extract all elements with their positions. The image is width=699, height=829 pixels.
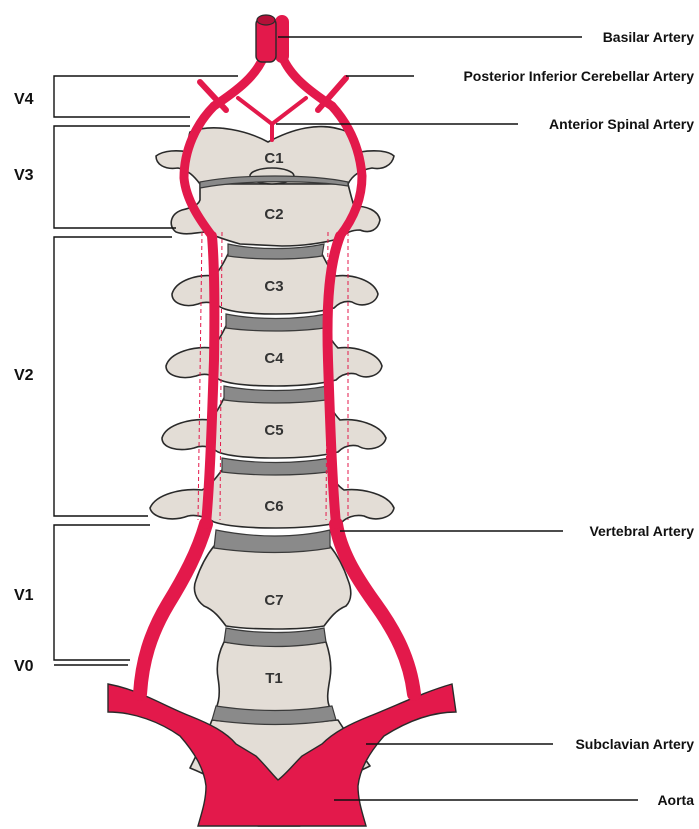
vertebra-label-c5: C5: [264, 422, 283, 439]
label-vertebral-artery: Vertebral Artery: [589, 523, 694, 539]
vertebra-label-c3: C3: [264, 278, 283, 295]
segment-label-v3: V3: [14, 167, 34, 184]
bracket-v3: [54, 126, 190, 228]
segment-labels: V4 V3 V2 V1 V0: [14, 91, 34, 675]
vertebra-label-t1: T1: [265, 670, 283, 687]
vertebra-label-c2: C2: [264, 206, 283, 223]
left-vertebral-artery-lower: [140, 524, 206, 694]
segment-label-v4: V4: [14, 91, 34, 108]
segment-label-v2: V2: [14, 367, 34, 384]
segment-label-v0: V0: [14, 658, 34, 675]
label-subclavian-artery: Subclavian Artery: [575, 736, 694, 752]
basilar-artery-lumen: [257, 15, 275, 25]
artery-labels: Basilar Artery Posterior Inferior Cerebe…: [463, 29, 694, 808]
vertebra-label-c1: C1: [264, 150, 283, 167]
bracket-v2: [54, 237, 172, 516]
label-pica: Posterior Inferior Cerebellar Artery: [463, 68, 694, 84]
vertebra-c7-body: [194, 546, 350, 629]
disc-c7-t1: [224, 628, 326, 647]
disc-c6-c7: [214, 530, 330, 553]
label-aorta: Aorta: [657, 792, 694, 808]
label-anterior-spinal-artery: Anterior Spinal Artery: [549, 116, 694, 132]
label-basilar-artery: Basilar Artery: [603, 29, 695, 45]
disc-c4-c5: [224, 386, 328, 403]
right-vertebral-artery-lower: [336, 524, 414, 694]
vertebra-label-c7: C7: [264, 592, 283, 609]
disc-c3-c4: [226, 314, 326, 331]
segment-label-v1: V1: [14, 587, 34, 604]
vertebra-label-c6: C6: [264, 498, 283, 515]
disc-c5-c6: [222, 458, 330, 475]
vertebra-label-c4: C4: [264, 350, 284, 367]
bracket-v1: [54, 525, 150, 660]
